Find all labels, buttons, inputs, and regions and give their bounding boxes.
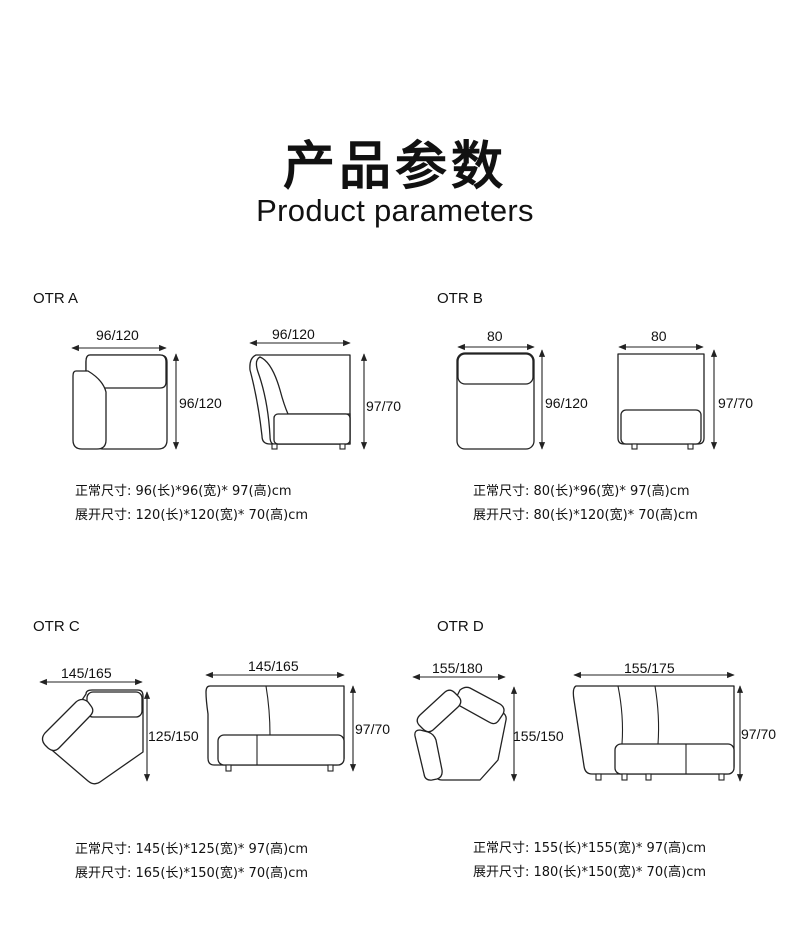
otr-c-specs: 正常尺寸: 145(长)*125(宽)* 97(高)cm 展开尺寸: 165(长… — [75, 838, 308, 886]
otr-c-top-back-left — [41, 698, 94, 752]
otr-c-front-width-label: 145/165 — [248, 658, 299, 674]
otr-a-top-backrest — [85, 354, 167, 389]
otr-d-top-depth-label: 155/150 — [513, 728, 564, 744]
otr-a-leg — [339, 443, 346, 450]
otr-d-leg — [595, 773, 602, 781]
spec-expanded-size: 展开尺寸: 80(长)*120(宽)* 70(高)cm — [473, 508, 698, 523]
otr-b-front-height-label: 97/70 — [718, 395, 754, 411]
spec-expanded-size: 展开尺寸: 165(长)*150(宽)* 70(高)cm — [75, 866, 309, 881]
otr-d-leg — [645, 773, 652, 781]
otr-d-leg — [621, 773, 628, 781]
otr-d-top-view — [412, 673, 518, 782]
otr-c-leg — [225, 764, 232, 772]
otr-a-front-seat — [273, 413, 351, 445]
otr-c-front-height-label: 97/70 — [355, 721, 391, 737]
otr-d-leg — [718, 773, 725, 781]
otr-c-leg — [327, 764, 334, 772]
otr-d-top-back-left — [414, 729, 443, 781]
otr-b-front-width-label: 80 — [651, 328, 667, 344]
otr-a-top-depth-label: 96/120 — [179, 395, 222, 411]
spec-normal-size: 正常尺寸: 155(长)*155(宽)* 97(高)cm — [473, 841, 707, 856]
otr-b-leg — [687, 443, 694, 450]
page-title-en: Product parameters — [256, 193, 534, 228]
otr-c-top-view — [39, 678, 151, 785]
otr-d-front-width-label: 155/175 — [624, 660, 675, 676]
spec-expanded-size: 展开尺寸: 180(长)*150(宽)* 70(高)cm — [473, 865, 707, 880]
otr-a-specs: 正常尺寸: 96(长)*96(宽)* 97(高)cm 展开尺寸: 120(长)*… — [75, 480, 308, 528]
otr-c-front-seat — [217, 734, 345, 766]
section-label-otr-a: OTR A — [33, 290, 79, 307]
section-label-otr-b: OTR B — [437, 290, 483, 307]
spec-normal-size: 正常尺寸: 96(长)*96(宽)* 97(高)cm — [75, 484, 292, 499]
otr-a-leg — [271, 443, 278, 450]
otr-c-top-depth-label: 125/150 — [148, 728, 199, 744]
spec-normal-size: 正常尺寸: 145(长)*125(宽)* 97(高)cm — [75, 842, 309, 857]
otr-b-top-backrest — [457, 353, 534, 385]
otr-d-specs: 正常尺寸: 155(长)*155(宽)* 97(高)cm 展开尺寸: 180(长… — [473, 837, 706, 885]
otr-d-front-seam-2 — [654, 685, 660, 745]
otr-c-top-width-label: 145/165 — [61, 665, 112, 681]
otr-d-top-back-mid — [416, 689, 462, 733]
otr-b-top-width-label: 80 — [487, 328, 503, 344]
section-label-otr-c: OTR C — [33, 618, 80, 635]
page-title-cn: 产品参数 — [282, 137, 507, 197]
otr-b-top-depth-label: 96/120 — [545, 395, 588, 411]
otr-a-top-width-label: 96/120 — [96, 327, 139, 343]
spec-expanded-size: 展开尺寸: 120(长)*120(宽)* 70(高)cm — [75, 508, 309, 523]
otr-a-front-height-label: 97/70 — [366, 398, 402, 414]
otr-a-front-view — [249, 339, 368, 450]
otr-b-specs: 正常尺寸: 80(长)*96(宽)* 97(高)cm 展开尺寸: 80(长)*1… — [473, 480, 698, 528]
otr-d-front-view — [572, 671, 744, 782]
otr-b-front-seat — [620, 409, 702, 445]
otr-d-front-height-label: 97/70 — [741, 726, 777, 742]
otr-c-top-back-right — [86, 691, 143, 718]
otr-b-top-view — [456, 343, 546, 450]
otr-a-top-side-back — [72, 370, 107, 450]
otr-c-front-view — [205, 671, 357, 772]
otr-b-front-view — [617, 343, 718, 450]
otr-c-front-seam — [265, 685, 271, 736]
spec-normal-size: 正常尺寸: 80(长)*96(宽)* 97(高)cm — [473, 484, 690, 499]
otr-b-leg — [631, 443, 638, 450]
otr-d-top-width-label: 155/180 — [432, 660, 483, 676]
otr-a-top-view — [71, 344, 180, 450]
otr-d-front-seam-1 — [617, 685, 624, 745]
otr-d-front-seat — [614, 743, 735, 775]
section-label-otr-d: OTR D — [437, 618, 484, 635]
otr-a-front-width-label: 96/120 — [272, 326, 315, 342]
